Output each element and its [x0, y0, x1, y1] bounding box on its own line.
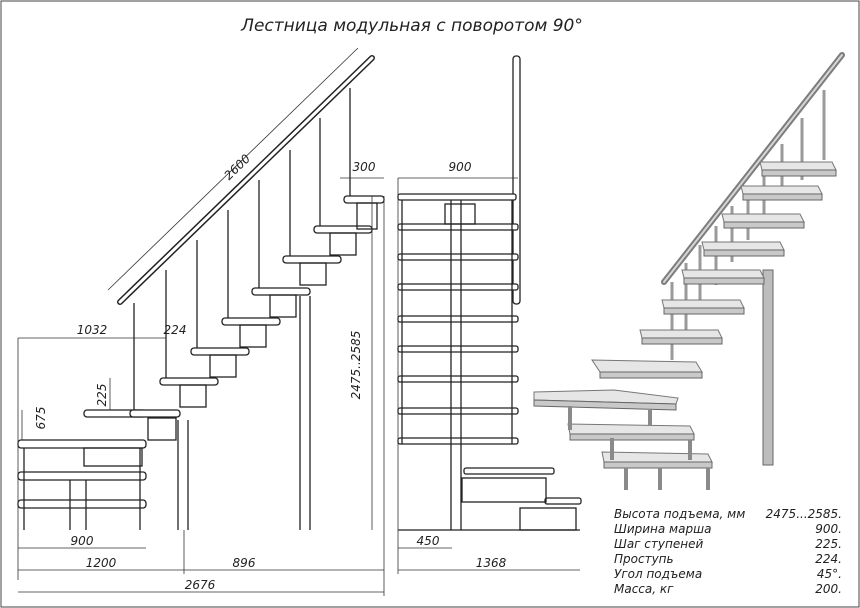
dim-896: 896 [233, 556, 256, 570]
3d-lower-posts [568, 406, 710, 490]
front-treads [397, 193, 582, 505]
spec-label-0: Высота подъема, мм [614, 507, 745, 521]
3d-main-post [762, 269, 774, 466]
spec-value-1: 900. [815, 522, 842, 536]
side-posts [23, 296, 311, 530]
dim-224: 224 [164, 323, 187, 337]
spec-value-0: 2475...2585. [766, 507, 842, 521]
dim-top-step: 300 [353, 160, 376, 174]
spec-label-2: Шаг ступеней [614, 537, 703, 551]
dim-2676: 2676 [185, 578, 216, 592]
dim-1032: 1032 [77, 323, 108, 337]
front-structure [398, 200, 580, 531]
spec-label-5: Масса, кг [614, 582, 674, 596]
spec-label-3: Проступь [614, 552, 674, 566]
spec-label-1: Ширина марша [614, 522, 711, 536]
perspective-view [533, 52, 845, 490]
side-dimension-lines [17, 47, 385, 596]
3d-treads [533, 161, 837, 469]
front-handrail-post [512, 55, 521, 305]
side-view: 2600 300 1032 224 225 675 2475..2585 900… [17, 47, 385, 596]
spec-value-2: 225. [815, 537, 842, 551]
spec-value-3: 224. [815, 552, 842, 566]
dim-bottom-width: 900 [71, 534, 94, 548]
spec-value-4: 45°. [817, 567, 842, 581]
drawing-title: Лестница модульная с поворотом 90° [240, 16, 583, 36]
balusters [133, 88, 351, 410]
dim-1200: 1200 [86, 556, 117, 570]
dim-225: 225 [95, 384, 109, 407]
dim-height-range: 2475..2585 [349, 331, 363, 400]
front-dimension-lines [397, 177, 580, 574]
spec-value-5: 200. [815, 582, 842, 596]
side-treads [17, 195, 385, 509]
dim-675: 675 [34, 407, 48, 430]
spec-table: Высота подъема, мм 2475...2585. Ширина м… [614, 507, 842, 596]
dim-front-width: 900 [449, 160, 472, 174]
spec-label-4: Угол подъема [614, 567, 702, 581]
dim-450: 450 [417, 534, 440, 548]
dim-1368: 1368 [476, 556, 507, 570]
front-view: 900 450 1368 [397, 55, 582, 574]
side-modules [83, 202, 378, 467]
